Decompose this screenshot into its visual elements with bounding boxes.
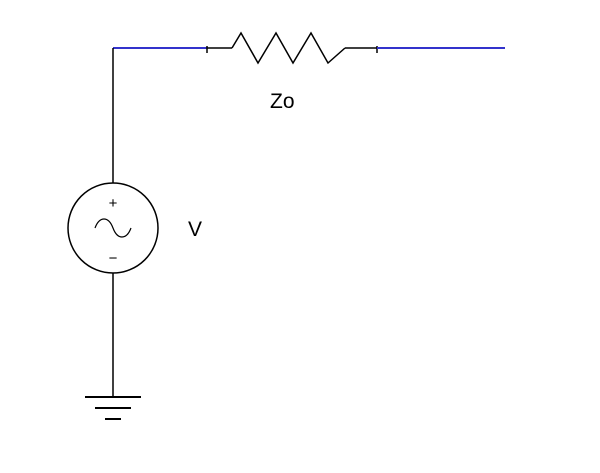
resistor-label: Zo [270, 90, 295, 113]
source-label: V [188, 218, 202, 241]
source-minus-sign: − [109, 250, 118, 267]
resistor-symbol[interactable] [231, 31, 346, 65]
ground-symbol[interactable] [85, 396, 141, 420]
source-plus-sign: + [109, 195, 118, 212]
sine-wave-icon [94, 218, 132, 238]
